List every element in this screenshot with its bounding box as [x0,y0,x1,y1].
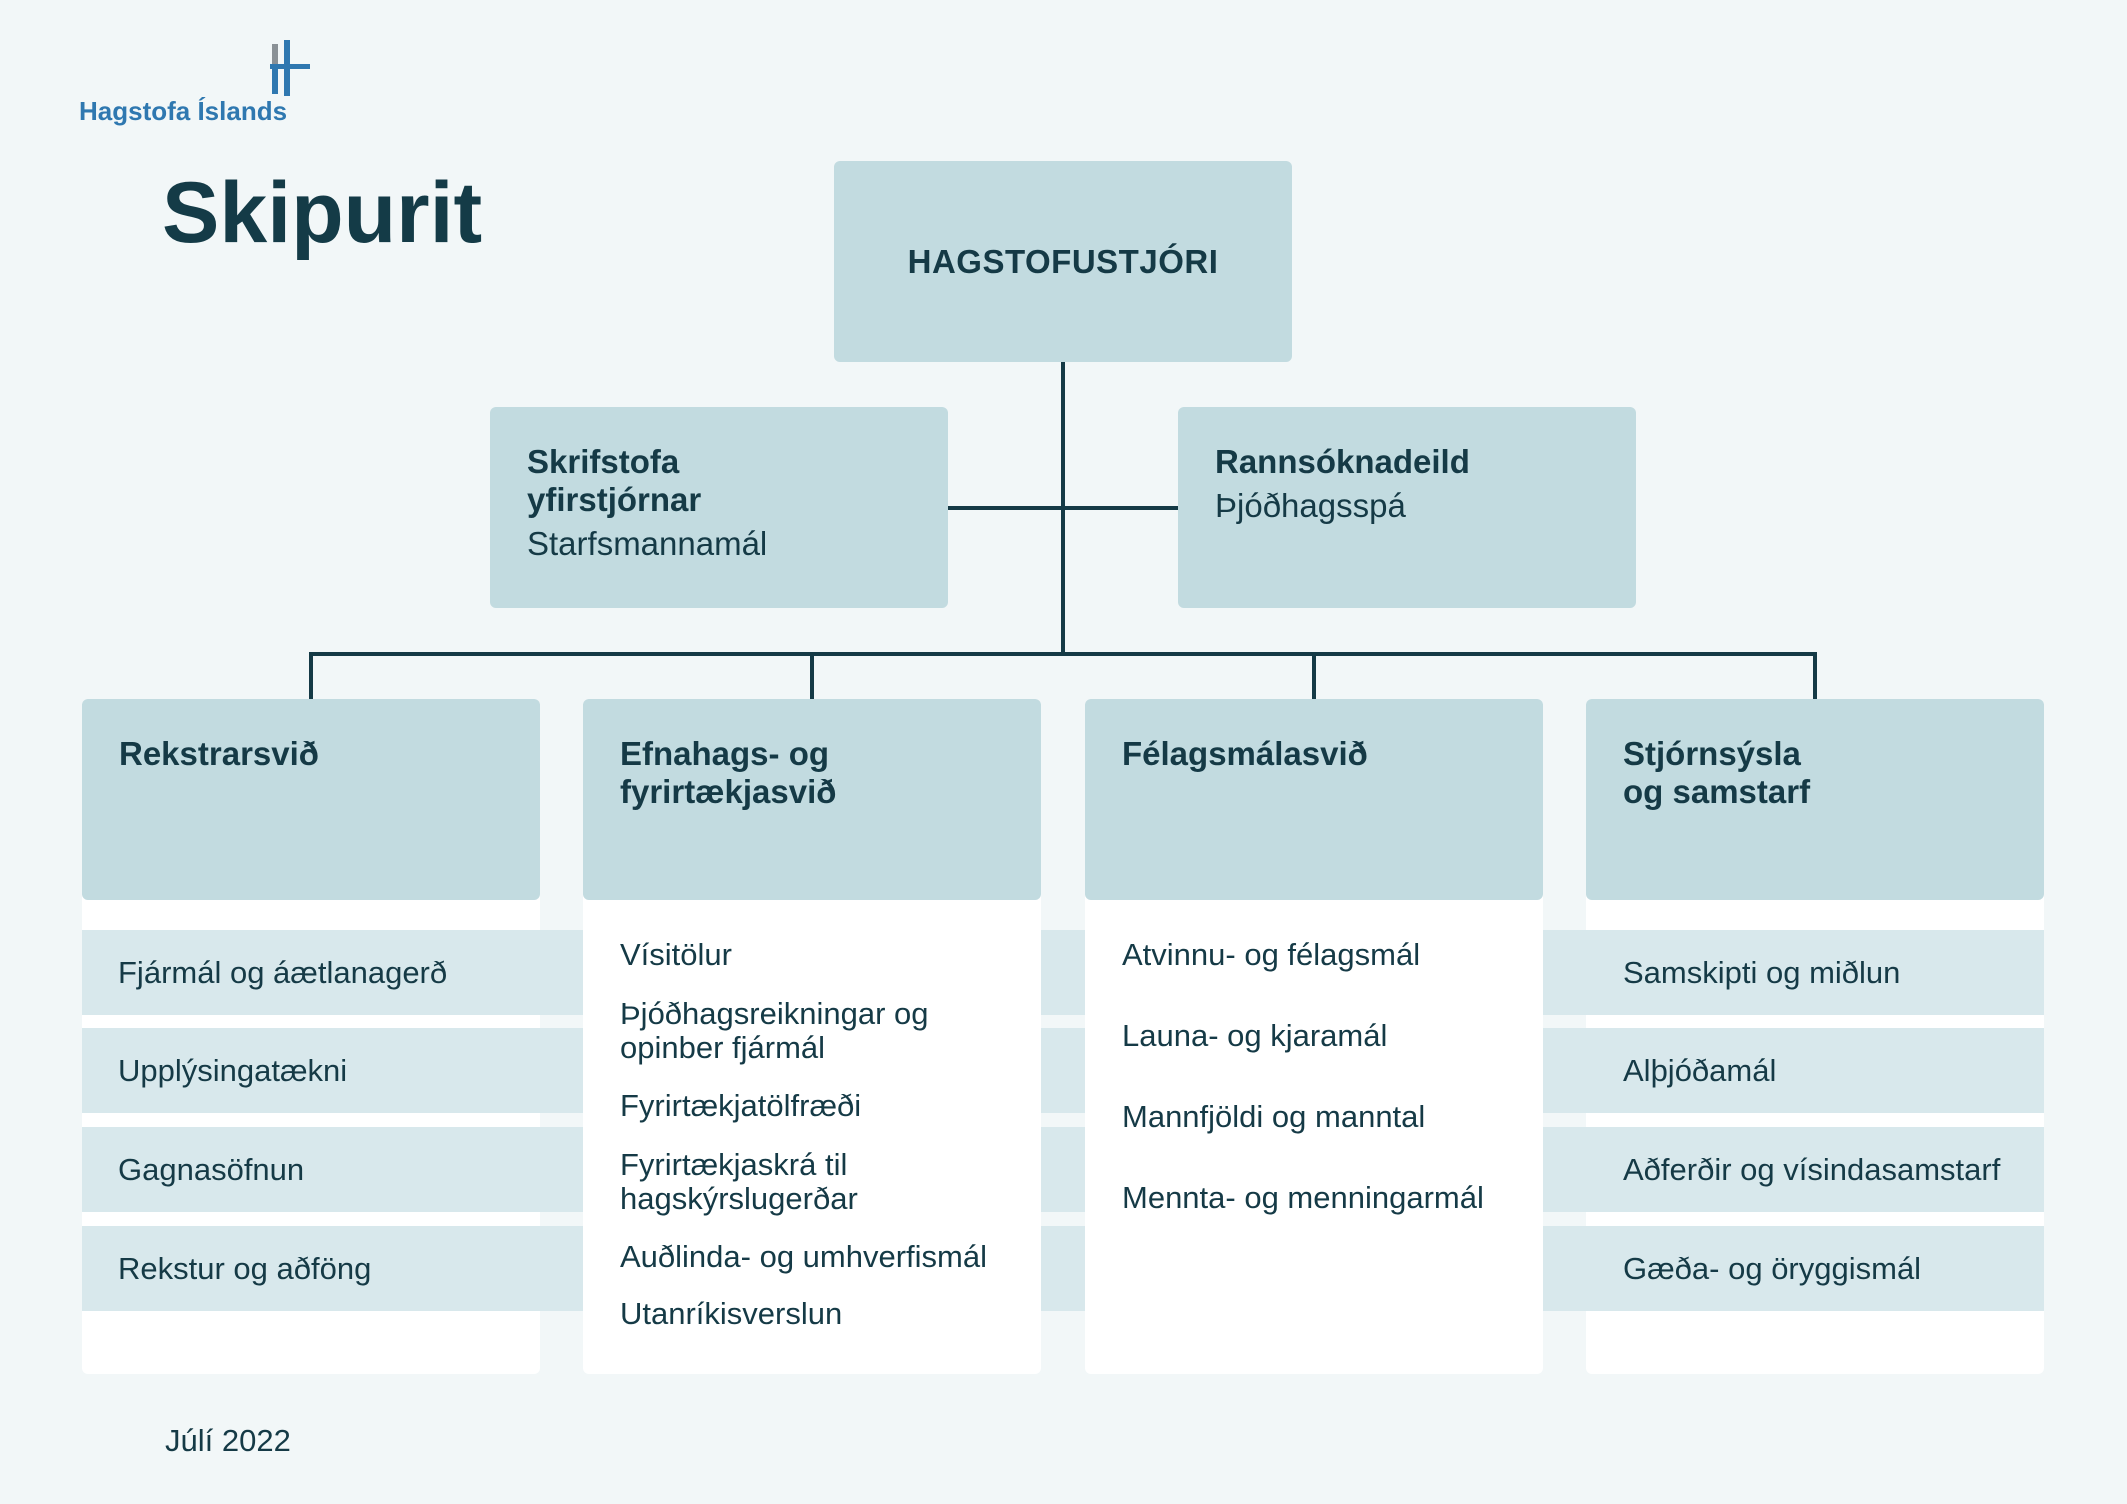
office-title: Rannsóknadeild [1215,443,1470,480]
stripe-col4-2 [1544,1028,2044,1113]
connector-division-1 [309,652,313,699]
hagstofa-h-logo-icon [270,40,314,96]
office-title: Skrifstofa yfirstjórnar [527,443,702,518]
division-item: opinber fjármál [620,1030,826,1065]
stripe-col1-4 [82,1226,582,1311]
stripe-col4-1 [1544,930,2044,1015]
division-item: Vísitölur [620,937,732,972]
division-item: Gagnasöfnun [118,1152,305,1187]
director-label: HAGSTOFUSTJÓRI [907,242,1219,280]
division-item: Utanríkisverslun [620,1296,843,1331]
connector-division-3 [1312,652,1316,699]
division-header-felagsmal: Félagsmálasvið [1085,699,1543,900]
division-item: Þjóðhagsreikningar og [620,996,929,1031]
office-box-rannsoknadeild: Rannsóknadeild Þjóðhagsspá [1178,407,1636,608]
division-item: Rekstur og aðföng [118,1251,372,1286]
connector-divisions-horizontal [309,652,1817,656]
division-item: hagskýrslugerðar [620,1181,858,1216]
office-subtitle: Þjóðhagsspá [1215,487,1406,524]
division-item: Auðlinda- og umhverfismál [620,1239,988,1274]
division-item: Aðferðir og vísindasamstarf [1623,1152,2001,1187]
division-item: Fjármál og áætlanagerð [118,955,448,990]
stripe-col4-3 [1544,1127,2044,1212]
division-header-rekstrarsvid: Rekstrarsvið [82,699,540,900]
logo-text: Hagstofa Íslands [79,96,288,126]
office-box-skrifstofa: Skrifstofa yfirstjórnar Starfsmannamál [490,407,948,608]
division-item: Launa- og kjaramál [1122,1018,1388,1053]
connector-division-4 [1813,652,1817,699]
division-item: Atvinnu- og félagsmál [1122,937,1421,972]
division-item: Alþjóðamál [1623,1053,1777,1088]
division-item: Mannfjöldi og manntal [1122,1099,1426,1134]
footer-date: Júlí 2022 [165,1423,291,1458]
office-subtitle: Starfsmannamál [527,525,768,562]
connector-division-2 [810,652,814,699]
division-item: Fyrirtækjatölfræði [620,1088,862,1123]
stripe-col1-2 [82,1028,582,1113]
division-item: Fyrirtækjaskrá til [620,1147,848,1182]
page-title: Skipurit [162,165,483,261]
connector-offices-horizontal [948,506,1178,510]
stripe-col4-4 [1544,1226,2044,1311]
division-item: Mennta- og menningarmál [1122,1180,1484,1215]
stripe-col1-3 [82,1127,582,1212]
division-header-stjornsysla: Stjórnsýsla og samstarf [1586,699,2044,900]
division-item: Upplýsingatækni [118,1053,348,1088]
stripe-col1-1 [82,930,582,1015]
division-header-efnahags: Efnahags- og fyrirtækjasvið [583,699,1041,900]
division-item: Samskipti og miðlun [1623,955,1901,990]
director-box: HAGSTOFUSTJÓRI [834,161,1292,362]
division-item: Gæða- og öryggismál [1623,1251,1922,1286]
